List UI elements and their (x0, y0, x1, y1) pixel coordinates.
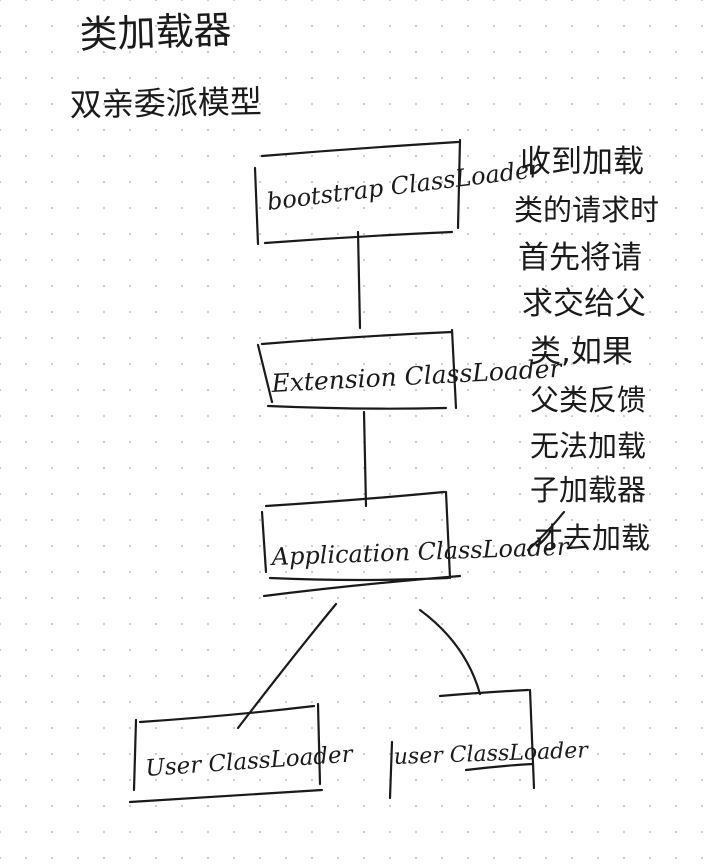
extension-box-outline (256, 328, 458, 410)
connector-bootstrap-extension (356, 230, 362, 330)
page-subtitle: 双亲委派模型 (69, 83, 262, 124)
application-note-pointer (526, 510, 566, 552)
user-left-label: User ClassLoader (145, 741, 356, 782)
application-classloader-node: Application ClassLoader (260, 490, 570, 598)
note-line: 无法加载 (530, 429, 646, 463)
note-line: 类的请求时 (514, 193, 659, 227)
bootstrap-classloader-node: bootstrap ClassLoader (253, 138, 544, 246)
connector-application-user-right (418, 608, 482, 696)
connector-extension-application (362, 410, 368, 508)
note-line: 父类反馈 (530, 383, 646, 417)
user-right-box-outline (388, 688, 536, 800)
user-left-box-outline (128, 702, 324, 804)
delegation-note: 收到加载 类的请求时 首先将请 求交给父 类,如果 父类反馈 无法加载 子加载器… (514, 144, 659, 555)
note-line: 首先将请 (518, 240, 642, 276)
note-line: 才去加载 (534, 521, 650, 555)
user-classloader-right-node: user ClassLoader (388, 688, 590, 800)
extension-label: Extension ClassLoader (270, 354, 564, 398)
note-line: 类,如果 (530, 334, 633, 370)
user-right-label: user ClassLoader (393, 738, 589, 770)
application-label: Application ClassLoader (269, 533, 570, 571)
bootstrap-label: bootstrap ClassLoader (265, 154, 543, 216)
note-line: 收到加载 (520, 144, 644, 180)
note-line: 子加载器 (530, 473, 646, 507)
note-line: 求交给父 (522, 286, 646, 322)
user-classloader-left-node: User ClassLoader (128, 702, 356, 804)
page-title: 类加载器 (79, 8, 232, 57)
extension-classloader-node: Extension ClassLoader (256, 328, 564, 410)
bootstrap-box-outline (253, 138, 462, 246)
application-box-outline (260, 490, 462, 598)
